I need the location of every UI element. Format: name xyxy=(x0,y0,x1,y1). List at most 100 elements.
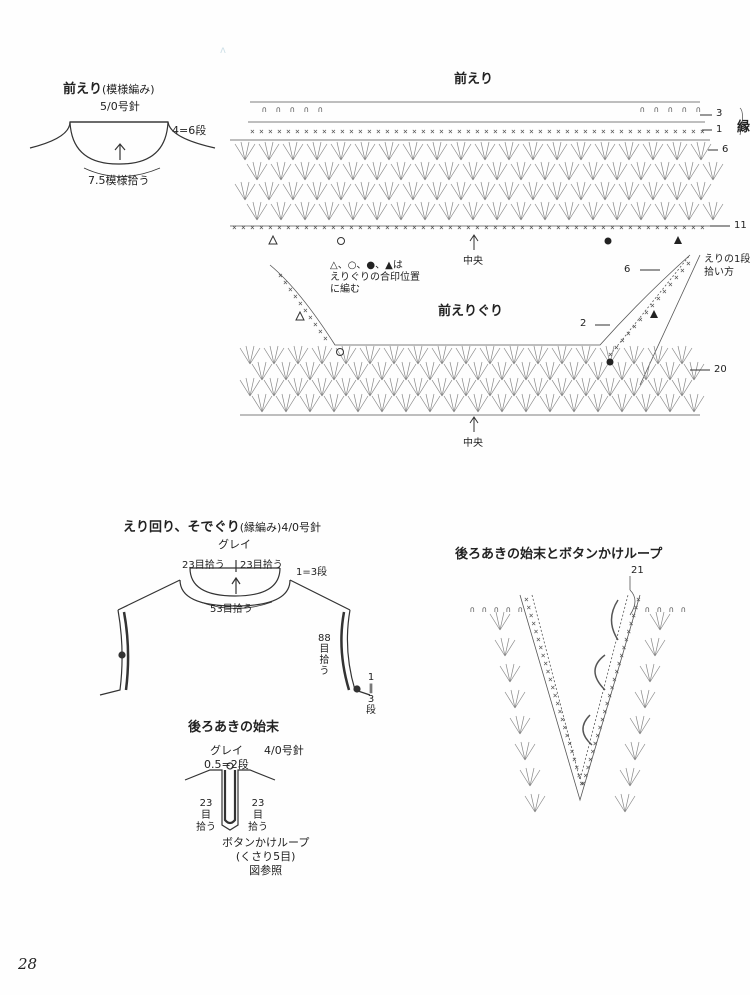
stitch-symbol: × xyxy=(574,763,579,772)
stitch-symbol: × xyxy=(583,223,588,232)
fan-stitch xyxy=(359,345,381,365)
stitch-symbol: × xyxy=(628,223,633,232)
stitch-symbol: × xyxy=(511,127,516,136)
fan-stitch xyxy=(479,345,501,365)
stitch-symbol: × xyxy=(524,595,529,604)
pick-note: えりの1段 拾い方 xyxy=(704,254,750,278)
fan-stitch xyxy=(504,689,526,709)
fan-stitch xyxy=(450,141,472,161)
fan-stitch xyxy=(630,161,652,181)
fan-stitch xyxy=(287,345,309,365)
fan-stitch xyxy=(383,377,405,397)
stitch-symbol: × xyxy=(318,327,323,336)
back-loop-stitches: ××××××××××××××××××××××××××××××××××××××××… xyxy=(470,595,686,813)
fan-stitch xyxy=(270,201,292,221)
stitch-symbol: × xyxy=(331,127,336,136)
fan-stitch xyxy=(263,345,285,365)
fan-stitch xyxy=(678,161,700,181)
stitch-symbol: × xyxy=(593,739,598,748)
stitch-symbol: × xyxy=(682,127,687,136)
neck-color: グレイ xyxy=(218,538,251,551)
stitch-symbol: × xyxy=(662,287,667,296)
fan-stitch xyxy=(246,161,268,181)
stitch-symbol: ∩ xyxy=(304,105,309,114)
fan-stitch xyxy=(558,161,580,181)
stitch-symbol: × xyxy=(232,223,237,232)
fan-stitch xyxy=(666,181,688,201)
stitch-symbol: × xyxy=(565,223,570,232)
fan-stitch xyxy=(486,161,508,181)
fan-stitch xyxy=(639,663,661,683)
fan-stitch xyxy=(239,377,261,397)
stitch-symbol: × xyxy=(555,699,560,708)
stitch-symbol: × xyxy=(682,223,687,232)
stitch-symbol: × xyxy=(331,223,336,232)
stitch-symbol: × xyxy=(560,715,565,724)
stitch-symbol: ∩ xyxy=(276,105,281,114)
stitch-symbol: ∩ xyxy=(668,105,673,114)
stitch-symbol: × xyxy=(466,223,471,232)
fan-stitch xyxy=(282,141,304,161)
fan-stitch xyxy=(546,181,568,201)
front-collar-grid xyxy=(230,101,743,227)
fan-stitch xyxy=(629,715,651,735)
fan-stitch xyxy=(383,345,405,365)
fan-stitch xyxy=(644,637,666,657)
stitch-symbol: × xyxy=(448,223,453,232)
fan-stitch xyxy=(522,141,544,161)
stitch-symbol: × xyxy=(340,127,345,136)
fan-stitch xyxy=(330,141,352,161)
stitch-symbol: × xyxy=(529,223,534,232)
stitch-symbol: × xyxy=(673,223,678,232)
fan-stitch xyxy=(503,377,525,397)
fan-stitch xyxy=(371,361,393,381)
row-num-1: 1 xyxy=(716,124,723,135)
fan-stitch xyxy=(489,611,511,631)
stitch-symbol: × xyxy=(534,627,539,636)
fan-stitch xyxy=(524,793,546,813)
stitch-symbol: × xyxy=(602,707,607,716)
stitch-symbol: × xyxy=(538,127,543,136)
stitch-symbol: × xyxy=(394,127,399,136)
fan-stitch xyxy=(479,377,501,397)
stitch-symbol: × xyxy=(605,699,610,708)
fan-stitch xyxy=(263,377,285,397)
fan-stitch xyxy=(539,393,561,413)
stitch-symbol: × xyxy=(520,127,525,136)
stitch-symbol: × xyxy=(638,315,643,324)
front-collar-stitches: ××××××××××××××××××××××××××××××××××××××××… xyxy=(232,105,724,232)
back-opening-title: 後ろあきの始末 xyxy=(188,720,280,735)
fan-stitch xyxy=(318,161,340,181)
fan-stitch xyxy=(294,201,316,221)
stitch-symbol: × xyxy=(574,223,579,232)
back-loop-title: 後ろあきの始末とボタンかけループ xyxy=(455,547,663,562)
stitch-symbol: ∩ xyxy=(318,105,323,114)
fan-stitch xyxy=(570,181,592,201)
fan-stitch xyxy=(614,793,636,813)
front-collar-chart-title: 前えり xyxy=(454,72,494,87)
fan-stitch xyxy=(294,161,316,181)
neck-sleeve-outline xyxy=(99,560,371,696)
row-num-3: 3 xyxy=(716,108,723,119)
fan-stitch xyxy=(282,181,304,201)
fan-stitch xyxy=(258,141,280,161)
fan-stitch xyxy=(582,161,604,181)
stitch-symbol: × xyxy=(590,747,595,756)
fan-stitch xyxy=(630,201,652,221)
front-collar-small-rows: 4=6段 xyxy=(172,124,207,137)
neck-pick-bottom: 53目拾う xyxy=(210,604,253,615)
stitch-symbol: × xyxy=(286,127,291,136)
stitch-symbol: × xyxy=(556,127,561,136)
stitch-symbol: × xyxy=(313,127,318,136)
stitch-symbol: × xyxy=(323,334,328,343)
fan-stitch xyxy=(619,767,641,787)
fan-stitch xyxy=(659,361,681,381)
fan-stitch xyxy=(419,393,441,413)
fan-stitch xyxy=(649,611,671,631)
ghost-text: ʌ xyxy=(220,45,226,56)
stitch-symbol: ∩ xyxy=(482,605,487,614)
fan-stitch xyxy=(407,377,429,397)
stitch-symbol: × xyxy=(511,223,516,232)
fan-stitch xyxy=(654,201,676,221)
fan-stitch xyxy=(246,201,268,221)
